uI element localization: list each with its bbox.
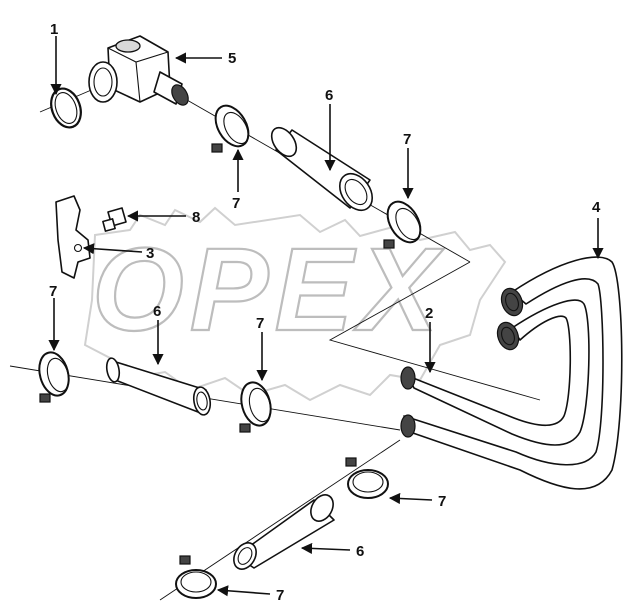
hose-clamp-part [175, 555, 217, 599]
mounting-bracket-part [55, 195, 91, 279]
leader-arrow [82, 243, 143, 255]
callout-7: 7 [256, 315, 264, 332]
callout-5: 5 [228, 50, 236, 67]
o-ring-part [50, 87, 82, 129]
hose-clamp-part [38, 351, 70, 403]
axis-line [328, 261, 541, 401]
hose-clamp-part [211, 104, 250, 153]
hose-segment-part [233, 494, 335, 570]
hose-clamp-part [383, 200, 422, 249]
callout-6: 6 [356, 543, 364, 560]
callout-4: 4 [592, 199, 601, 216]
hose-segment-part [270, 126, 374, 212]
leader-arrow [216, 585, 271, 597]
callout-2: 2 [425, 305, 433, 322]
watermark-text: OPEX [92, 224, 444, 356]
callout-7: 7 [438, 493, 446, 510]
u-pipe-assembly-part [400, 256, 623, 490]
callout-7: 7 [276, 587, 284, 604]
watermark: OPEX [83, 206, 507, 402]
leader-arrow [388, 492, 433, 505]
callout-7: 7 [403, 131, 411, 148]
callout-7: 7 [49, 283, 57, 300]
callout-8: 8 [192, 209, 200, 226]
callout-6: 6 [325, 87, 333, 104]
callout-7: 7 [232, 195, 240, 212]
hose-clamp-part [239, 381, 272, 433]
leader-arrow [300, 542, 351, 555]
hose-clamp-part [345, 457, 389, 499]
callout-6: 6 [153, 303, 161, 320]
callout-1: 1 [50, 21, 58, 38]
callout-3: 3 [146, 245, 154, 262]
callout-labels: 1 5 6 7 7 8 3 4 7 6 7 2 7 6 7 [49, 21, 601, 604]
bolt-part [102, 207, 127, 232]
leader-lines [48, 36, 604, 597]
elbow-fitting-part [88, 35, 189, 106]
hose-segment-part [105, 357, 212, 416]
